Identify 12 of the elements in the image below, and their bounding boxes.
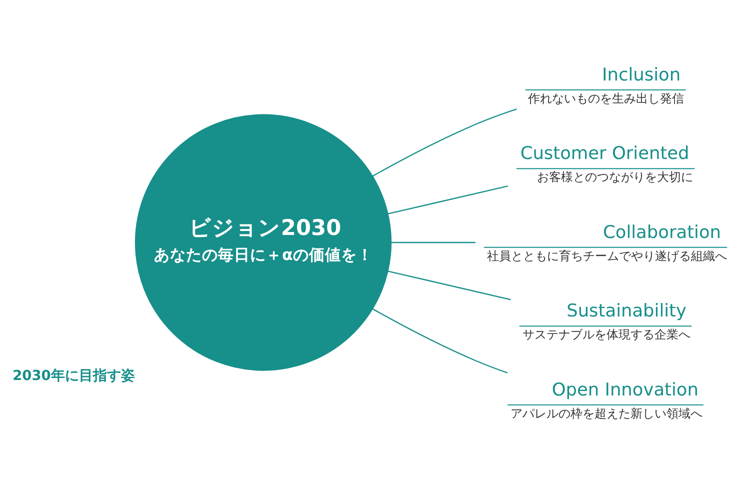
connector — [372, 108, 517, 177]
node-text: Sustainability サステナブルを体現する企業へ — [522, 302, 690, 342]
node-text: Collaboration 社員とともに育ちチームでやり遂げる組織へ — [486, 222, 727, 263]
connector — [372, 308, 508, 374]
connector — [388, 270, 511, 300]
connector — [388, 185, 508, 214]
node-text: Customer Oriented お客様とのつながりを大切に — [520, 144, 694, 184]
node-text: Open Innovation アパレルの枠を超えた新しい領域へ — [510, 380, 702, 420]
node-circle: ビジョン2030 あなたの毎日に＋αの価値を！ — [134, 114, 392, 371]
connector — [391, 242, 476, 244]
node-label: 2030年に目指す姿 — [12, 368, 135, 384]
node-text: Inclusion 作れないものを生み出し発信 — [528, 65, 684, 106]
